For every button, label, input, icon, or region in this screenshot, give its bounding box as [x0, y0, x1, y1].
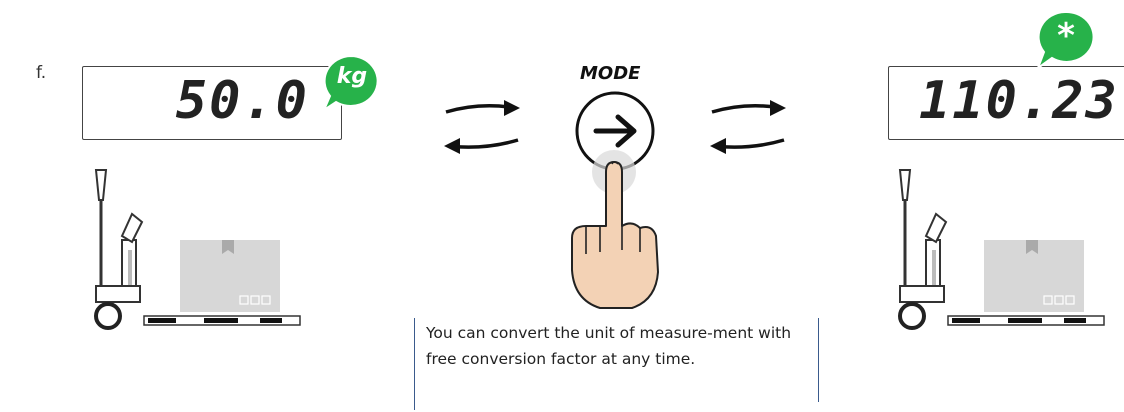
- mode-label: MODE: [580, 63, 641, 84]
- right-display-value: 110.23: [919, 71, 1119, 131]
- asterisk-badge-text: *: [1057, 16, 1075, 56]
- caption-rule-left: [414, 318, 415, 410]
- left-scale-display: 50.0: [82, 66, 342, 140]
- arrow-right-icon: [593, 114, 637, 148]
- swap-arrows-left-icon: [444, 100, 520, 154]
- caption-rule-right: [818, 318, 819, 402]
- mode-button[interactable]: [574, 90, 656, 172]
- step-label: f.: [36, 63, 47, 83]
- pallet-truck-scale-right: [898, 169, 1105, 330]
- kg-badge-text: kg: [336, 64, 368, 89]
- left-display-value: 50.0: [175, 71, 309, 131]
- kg-badge: kg: [318, 52, 384, 113]
- swap-arrows-right-icon: [710, 100, 786, 154]
- caption-text: You can convert the unit of measure-ment…: [426, 324, 792, 368]
- pallet-truck-scale-left: [94, 169, 301, 330]
- asterisk-badge: *: [1032, 8, 1098, 71]
- pressing-hand-icon: [571, 150, 659, 309]
- right-scale-display: 110.23: [888, 66, 1124, 140]
